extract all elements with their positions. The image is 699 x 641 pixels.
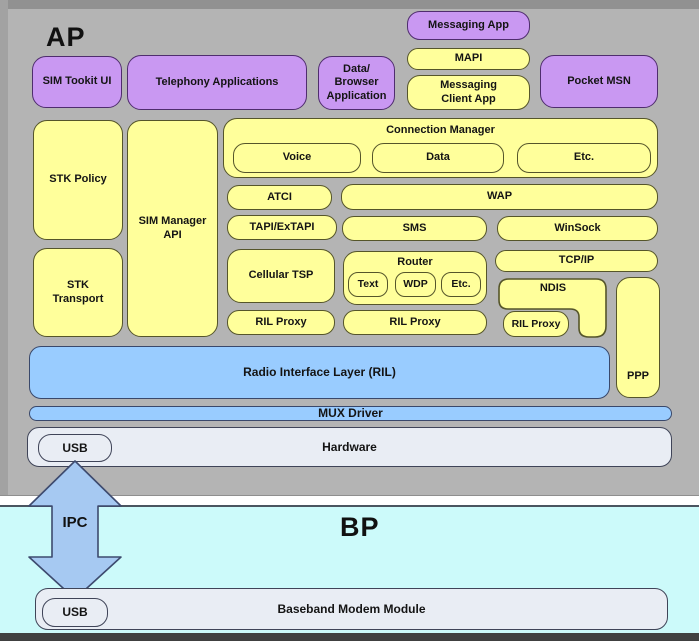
box-stk-transport: STK Transport — [33, 248, 123, 337]
top-edge-strip — [0, 0, 699, 9]
bp-title: BP — [340, 512, 380, 542]
box-tcp-ip: TCP/IP — [495, 250, 658, 272]
box-ril-proxy-3: RIL Proxy — [503, 311, 569, 337]
box-tapi-extapi: TAPI/ExTAPI — [227, 215, 337, 240]
box-pocket-msn: Pocket MSN — [540, 55, 658, 108]
box-messaging-client-app: Messaging Client App — [407, 75, 530, 110]
box-winsock: WinSock — [497, 216, 658, 241]
box-sim-manager-api: SIM Manager API — [127, 120, 218, 337]
box-data-browser-application: Data/ Browser Application — [318, 56, 395, 110]
box-voice: Voice — [233, 143, 361, 173]
box-wap: WAP — [341, 184, 658, 210]
box-router-etc: Etc. — [441, 272, 481, 297]
box-data: Data — [372, 143, 504, 173]
box-router-text: Text — [348, 272, 388, 297]
left-edge-strip — [0, 0, 8, 495]
box-radio-interface-layer: Radio Interface Layer (RIL) — [29, 346, 610, 399]
box-router-wdp: WDP — [395, 272, 436, 297]
box-atci: ATCI — [227, 185, 332, 210]
box-etc: Etc. — [517, 143, 651, 173]
box-ndis-shape — [498, 278, 607, 338]
ipc-label: IPC — [62, 514, 88, 531]
box-ppp: PPP — [616, 277, 660, 398]
box-stk-policy: STK Policy — [33, 120, 123, 240]
box-messaging-app: Messaging App — [407, 11, 530, 40]
ap-title: AP — [46, 22, 86, 52]
bottom-edge-strip — [0, 633, 699, 641]
box-cellular-tsp: Cellular TSP — [227, 249, 335, 303]
box-hardware: Hardware — [27, 427, 672, 467]
box-telephony-applications: Telephony Applications — [127, 55, 307, 110]
box-usb-bp: USB — [42, 598, 108, 627]
box-sms: SMS — [342, 216, 487, 241]
box-mapi: MAPI — [407, 48, 530, 70]
box-ril-proxy-1: RIL Proxy — [227, 310, 335, 335]
box-ndis-label: NDIS — [539, 282, 567, 294]
box-sim-toolkit-ui: SIM Tookit UI — [32, 56, 122, 108]
box-baseband-modem-module: Baseband Modem Module — [35, 588, 668, 630]
box-ril-proxy-2: RIL Proxy — [343, 310, 487, 335]
box-mux-driver: MUX Driver — [29, 406, 672, 421]
